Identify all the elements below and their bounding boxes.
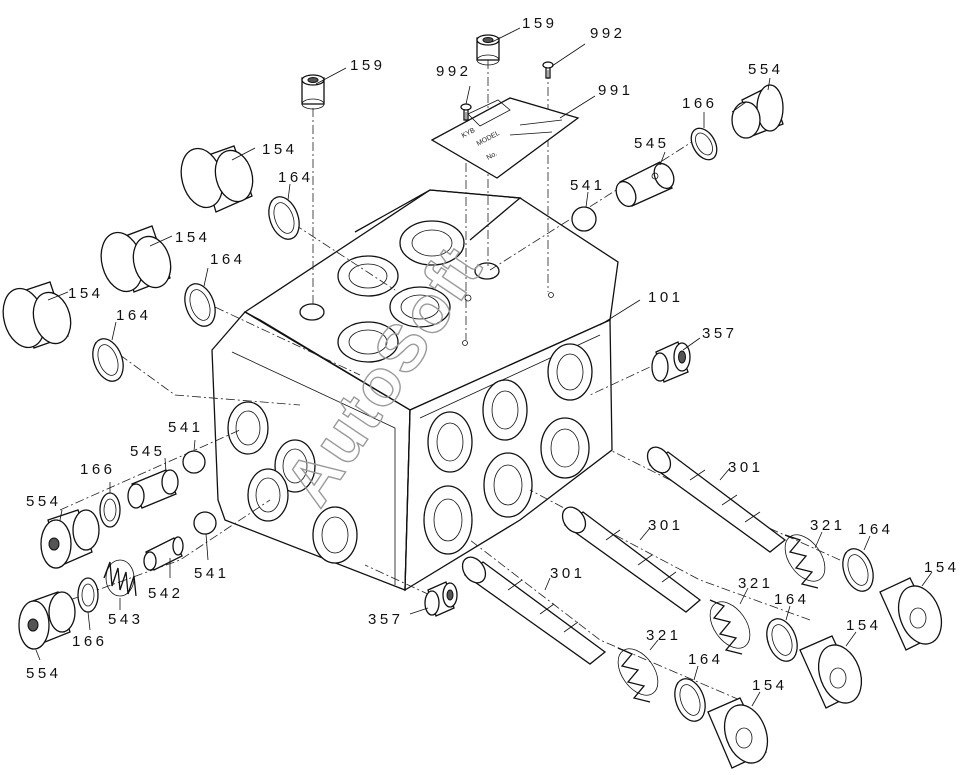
poppet-542 <box>143 536 184 571</box>
spring-321-middle <box>709 599 751 655</box>
plug-357-bottom <box>424 581 458 617</box>
label-154: 154 <box>68 285 104 302</box>
oring-164-right-top <box>842 548 874 592</box>
callout-labels: 159 159 992 992 991 554 166 545 541 101 … <box>26 15 960 694</box>
label-101: 101 <box>648 289 684 306</box>
plug-554-left-lower <box>18 591 76 650</box>
label-159: 159 <box>350 57 386 74</box>
label-554: 554 <box>748 61 784 78</box>
plug-154-right-middle <box>799 635 863 709</box>
label-164: 164 <box>688 651 724 668</box>
label-154: 154 <box>262 141 298 158</box>
oring-166-left-upper <box>99 492 121 528</box>
label-154: 154 <box>924 559 960 576</box>
label-166: 166 <box>72 633 108 650</box>
label-542: 542 <box>148 585 184 602</box>
label-541: 541 <box>194 565 230 582</box>
label-164: 164 <box>858 521 894 538</box>
oring-164-right-bottom <box>674 678 706 722</box>
spring-543 <box>103 559 137 597</box>
label-321: 321 <box>646 627 682 644</box>
oring-166-top <box>690 127 718 161</box>
label-992: 992 <box>436 63 472 80</box>
ball-541-top <box>571 206 597 232</box>
spool-301-bottom <box>461 556 607 665</box>
label-357: 357 <box>368 611 404 628</box>
plug-154-right-top <box>879 577 943 651</box>
label-166: 166 <box>80 461 116 478</box>
label-164: 164 <box>116 307 152 324</box>
plug-554-top <box>731 84 784 139</box>
spool-301-top <box>646 446 787 553</box>
label-321: 321 <box>738 575 774 592</box>
label-164: 164 <box>278 169 314 186</box>
plug-159-right <box>476 34 500 66</box>
ball-541-lower <box>193 511 217 535</box>
label-154: 154 <box>175 229 211 246</box>
label-164: 164 <box>210 251 246 268</box>
label-554: 554 <box>26 493 62 510</box>
label-301: 301 <box>648 517 684 534</box>
plug-154-lower <box>2 281 72 349</box>
ball-541-upper <box>182 450 206 474</box>
label-159: 159 <box>522 15 558 32</box>
oring-164-middle <box>184 283 216 327</box>
spool-301-middle <box>561 506 702 613</box>
label-166: 166 <box>682 95 718 112</box>
leader-lines <box>35 27 933 707</box>
plug-154-upper <box>180 145 254 213</box>
spring-321-top <box>784 534 826 589</box>
label-164: 164 <box>774 591 810 608</box>
label-992: 992 <box>590 25 626 42</box>
plug-554-left-upper <box>40 509 100 569</box>
label-991: 991 <box>598 82 634 99</box>
oring-164-upper <box>268 196 300 240</box>
label-301: 301 <box>550 565 586 582</box>
valve-body-101 <box>211 189 619 592</box>
plug-159-left <box>301 74 325 110</box>
svg-text:No.: No. <box>486 150 499 161</box>
sleeve-545-top <box>615 161 675 208</box>
sleeve-545-left <box>127 469 179 509</box>
name-plate-991: KYB MODEL No. <box>430 97 580 179</box>
oring-164-right-middle <box>766 618 798 662</box>
label-545: 545 <box>634 135 670 152</box>
label-543: 543 <box>108 611 144 628</box>
label-154: 154 <box>752 677 788 694</box>
spring-321-bottom <box>617 647 659 703</box>
plug-154-right-bottom <box>707 697 769 769</box>
label-554: 554 <box>26 665 62 682</box>
plug-154-middle <box>100 225 172 293</box>
label-541: 541 <box>570 177 606 194</box>
label-154: 154 <box>846 617 882 634</box>
label-541: 541 <box>168 419 204 436</box>
oring-164-lower <box>92 338 124 382</box>
label-545: 545 <box>130 443 166 460</box>
label-301: 301 <box>728 459 764 476</box>
oring-166-left-lower <box>77 577 99 613</box>
label-357: 357 <box>702 325 738 342</box>
plug-357-right <box>651 341 691 383</box>
label-321: 321 <box>810 517 846 534</box>
